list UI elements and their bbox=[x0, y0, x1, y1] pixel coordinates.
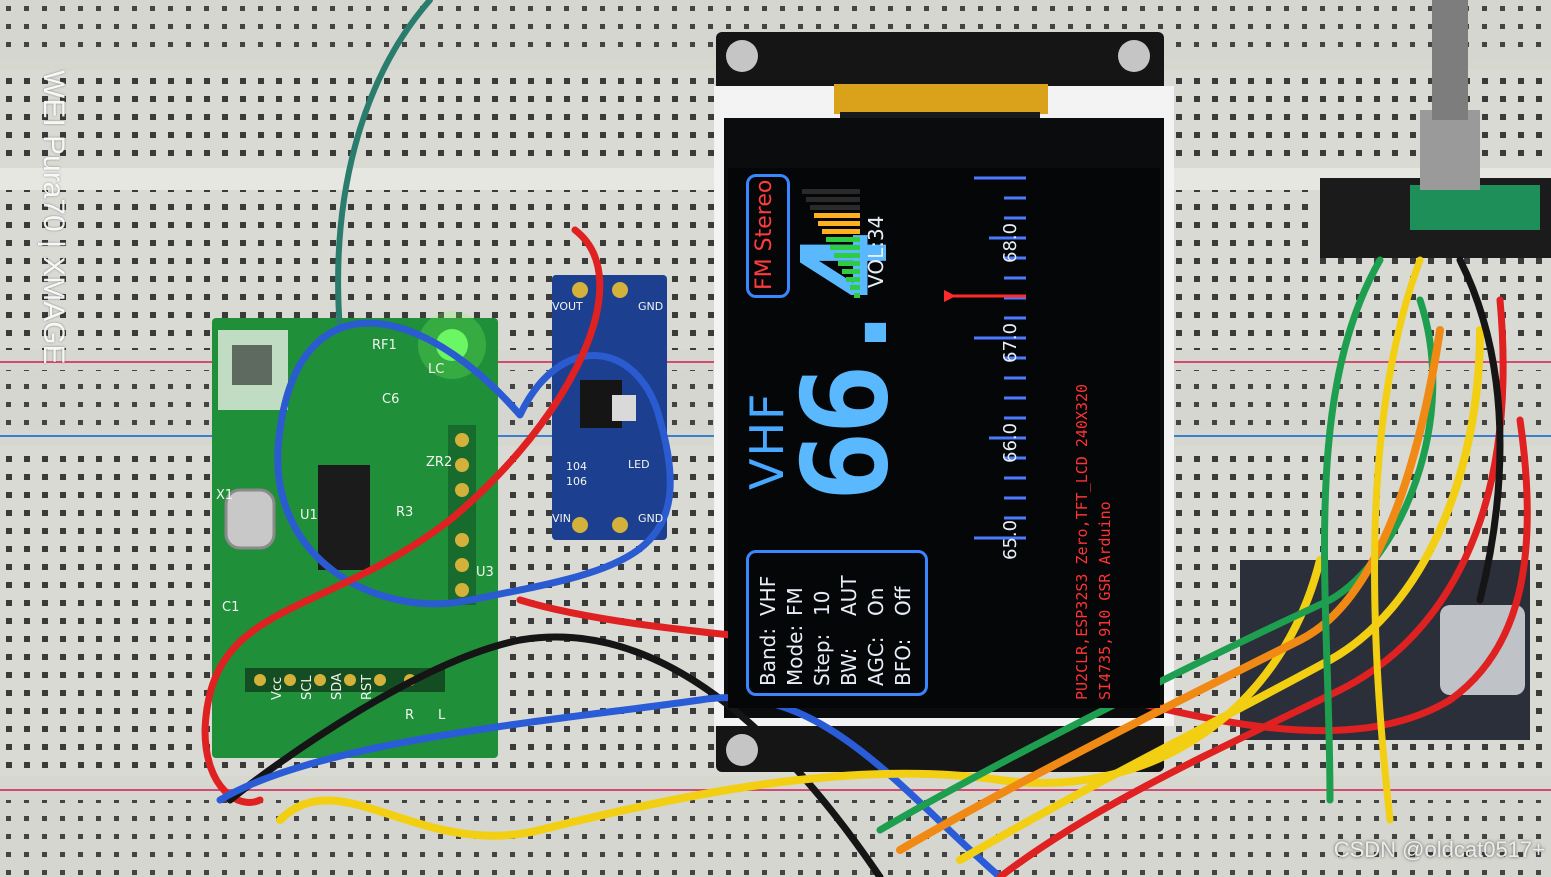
signal-meter-bar bbox=[842, 269, 860, 274]
signal-meter-bar bbox=[802, 189, 860, 194]
signal-meter-bar bbox=[850, 285, 860, 290]
scale-tick-label: 68.0 bbox=[1000, 222, 1021, 263]
pin-label: R bbox=[405, 708, 415, 723]
pcb-label: C1 bbox=[222, 600, 240, 615]
pcb-label: R3 bbox=[396, 505, 414, 520]
info-value: VHF bbox=[756, 575, 780, 616]
amp-label: GND bbox=[638, 300, 664, 313]
scale-tick-label: 66.0 bbox=[1000, 422, 1021, 463]
info-label: BW: bbox=[837, 647, 861, 686]
info-value: AUT bbox=[837, 575, 861, 616]
jumper-wires bbox=[201, 0, 1531, 877]
breadboard-rail-bottom bbox=[0, 800, 1551, 877]
signal-meter-bar bbox=[810, 205, 860, 210]
signal-meter bbox=[802, 189, 860, 298]
credit-line-2: SI4735,910 GSR Arduino bbox=[1096, 501, 1114, 700]
camera-watermark: WEI Pura70 | XMAGE bbox=[37, 70, 70, 365]
pin-label: SDA bbox=[330, 673, 345, 700]
signal-meter-bar bbox=[854, 293, 860, 298]
info-label: Mode: bbox=[783, 624, 807, 686]
signal-meter-bar bbox=[834, 253, 860, 258]
pcb-label: C6 bbox=[382, 392, 400, 407]
info-label: Step: bbox=[810, 633, 834, 686]
site-watermark: CSDN @oldcat0517+ bbox=[1333, 837, 1545, 862]
rotary-encoder bbox=[1320, 0, 1551, 258]
signal-meter-bar bbox=[814, 213, 860, 218]
signal-meter-bar bbox=[838, 261, 860, 266]
info-label: AGC: bbox=[864, 636, 888, 686]
amp-label: 106 bbox=[566, 475, 587, 488]
amp-label: VIN bbox=[552, 512, 571, 525]
amp-label: LED bbox=[628, 458, 650, 471]
info-label: Band: bbox=[756, 627, 780, 686]
pin-label: Vcc bbox=[270, 676, 285, 700]
volume-readout: VOL:34 bbox=[864, 215, 888, 288]
signal-meter-bar bbox=[826, 237, 860, 242]
fm-chip bbox=[318, 465, 370, 570]
tuning-scale bbox=[944, 176, 1026, 540]
info-value: On bbox=[864, 587, 888, 616]
stereo-indicator: FM Stereo bbox=[752, 179, 777, 290]
pcb-label: RF1 bbox=[372, 338, 397, 353]
pin-label: L bbox=[438, 708, 446, 723]
signal-meter-bar bbox=[830, 245, 860, 250]
pcb-label: X1 bbox=[216, 488, 234, 503]
scale-tick-label: 67.0 bbox=[1000, 322, 1021, 363]
signal-meter-bar bbox=[822, 229, 860, 234]
signal-meter-bar bbox=[846, 277, 860, 282]
signal-meter-bar bbox=[818, 221, 860, 226]
signal-meter-bar bbox=[806, 197, 860, 202]
info-value: FM bbox=[783, 587, 807, 616]
info-value: 10 bbox=[810, 590, 834, 616]
pcb-label: ZR2 bbox=[426, 455, 453, 470]
status-led bbox=[436, 329, 468, 361]
scale-tick-label: 65.0 bbox=[1000, 519, 1021, 560]
amp-label: VOUT bbox=[552, 300, 583, 313]
credit-line-1: PU2CLR,ESP32S3 Zero,TFT_LCD 240X320 bbox=[1073, 383, 1091, 700]
pin-label: SCL bbox=[300, 675, 315, 700]
pin-label: RST bbox=[360, 674, 375, 700]
tft-screen: Band: VHF Mode: FM Step: 10 BW: AUT AGC:… bbox=[728, 168, 1160, 708]
amp-label: 104 bbox=[566, 460, 587, 473]
pcb-label: LC bbox=[428, 362, 445, 377]
crystal bbox=[224, 488, 276, 550]
pcb-label: U3 bbox=[476, 565, 494, 580]
info-label: BFO: bbox=[891, 638, 915, 686]
pcb-label: U1 bbox=[300, 508, 318, 523]
amp-label: GND bbox=[638, 512, 664, 525]
info-value: Off bbox=[891, 586, 915, 616]
